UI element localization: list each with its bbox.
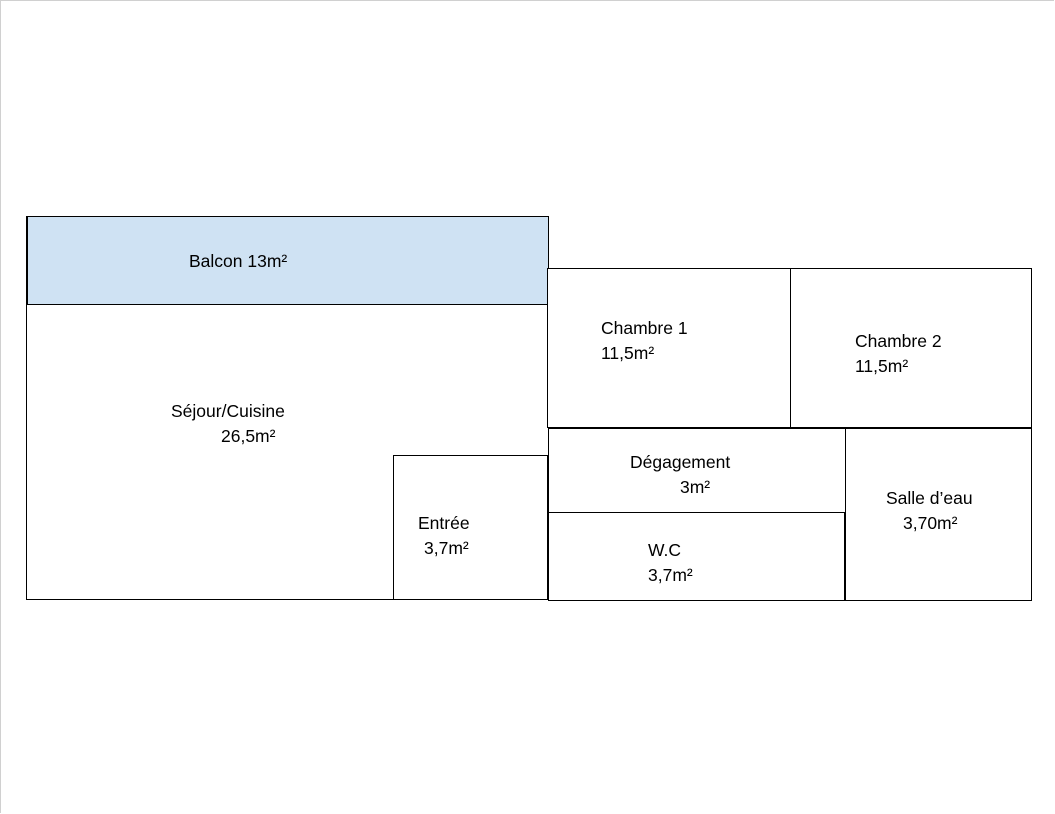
degagement-area-label: 3m² [680,477,711,497]
salle-eau-name-label: Salle d’eau [886,488,973,508]
balcon-label: Balcon 13m² [189,251,288,271]
chambre1-name-label: Chambre 1 [601,318,688,338]
salle-eau-area-label: 3,70m² [903,513,958,533]
entree-area-label: 3,7m² [424,538,469,558]
chambre2-area-label: 11,5m² [855,356,909,376]
chambre1-area-label: 11,5m² [601,343,655,363]
room-wc [548,512,845,601]
room-balcon [27,216,549,305]
room-entree [393,455,548,600]
wc-area-label: 3,7m² [648,565,693,585]
sejour-area-label: 26,5m² [221,426,276,446]
degagement-name-label: Dégagement [630,452,731,472]
sejour-name-label: Séjour/Cuisine [171,401,285,421]
chambre2-name-label: Chambre 2 [855,331,942,351]
room-salle-eau [845,428,1032,601]
wc-name-label: W.C [648,540,682,560]
room-chambre-1 [547,268,791,428]
entree-name-label: Entrée [418,513,470,533]
room-chambre-2 [790,268,1032,428]
